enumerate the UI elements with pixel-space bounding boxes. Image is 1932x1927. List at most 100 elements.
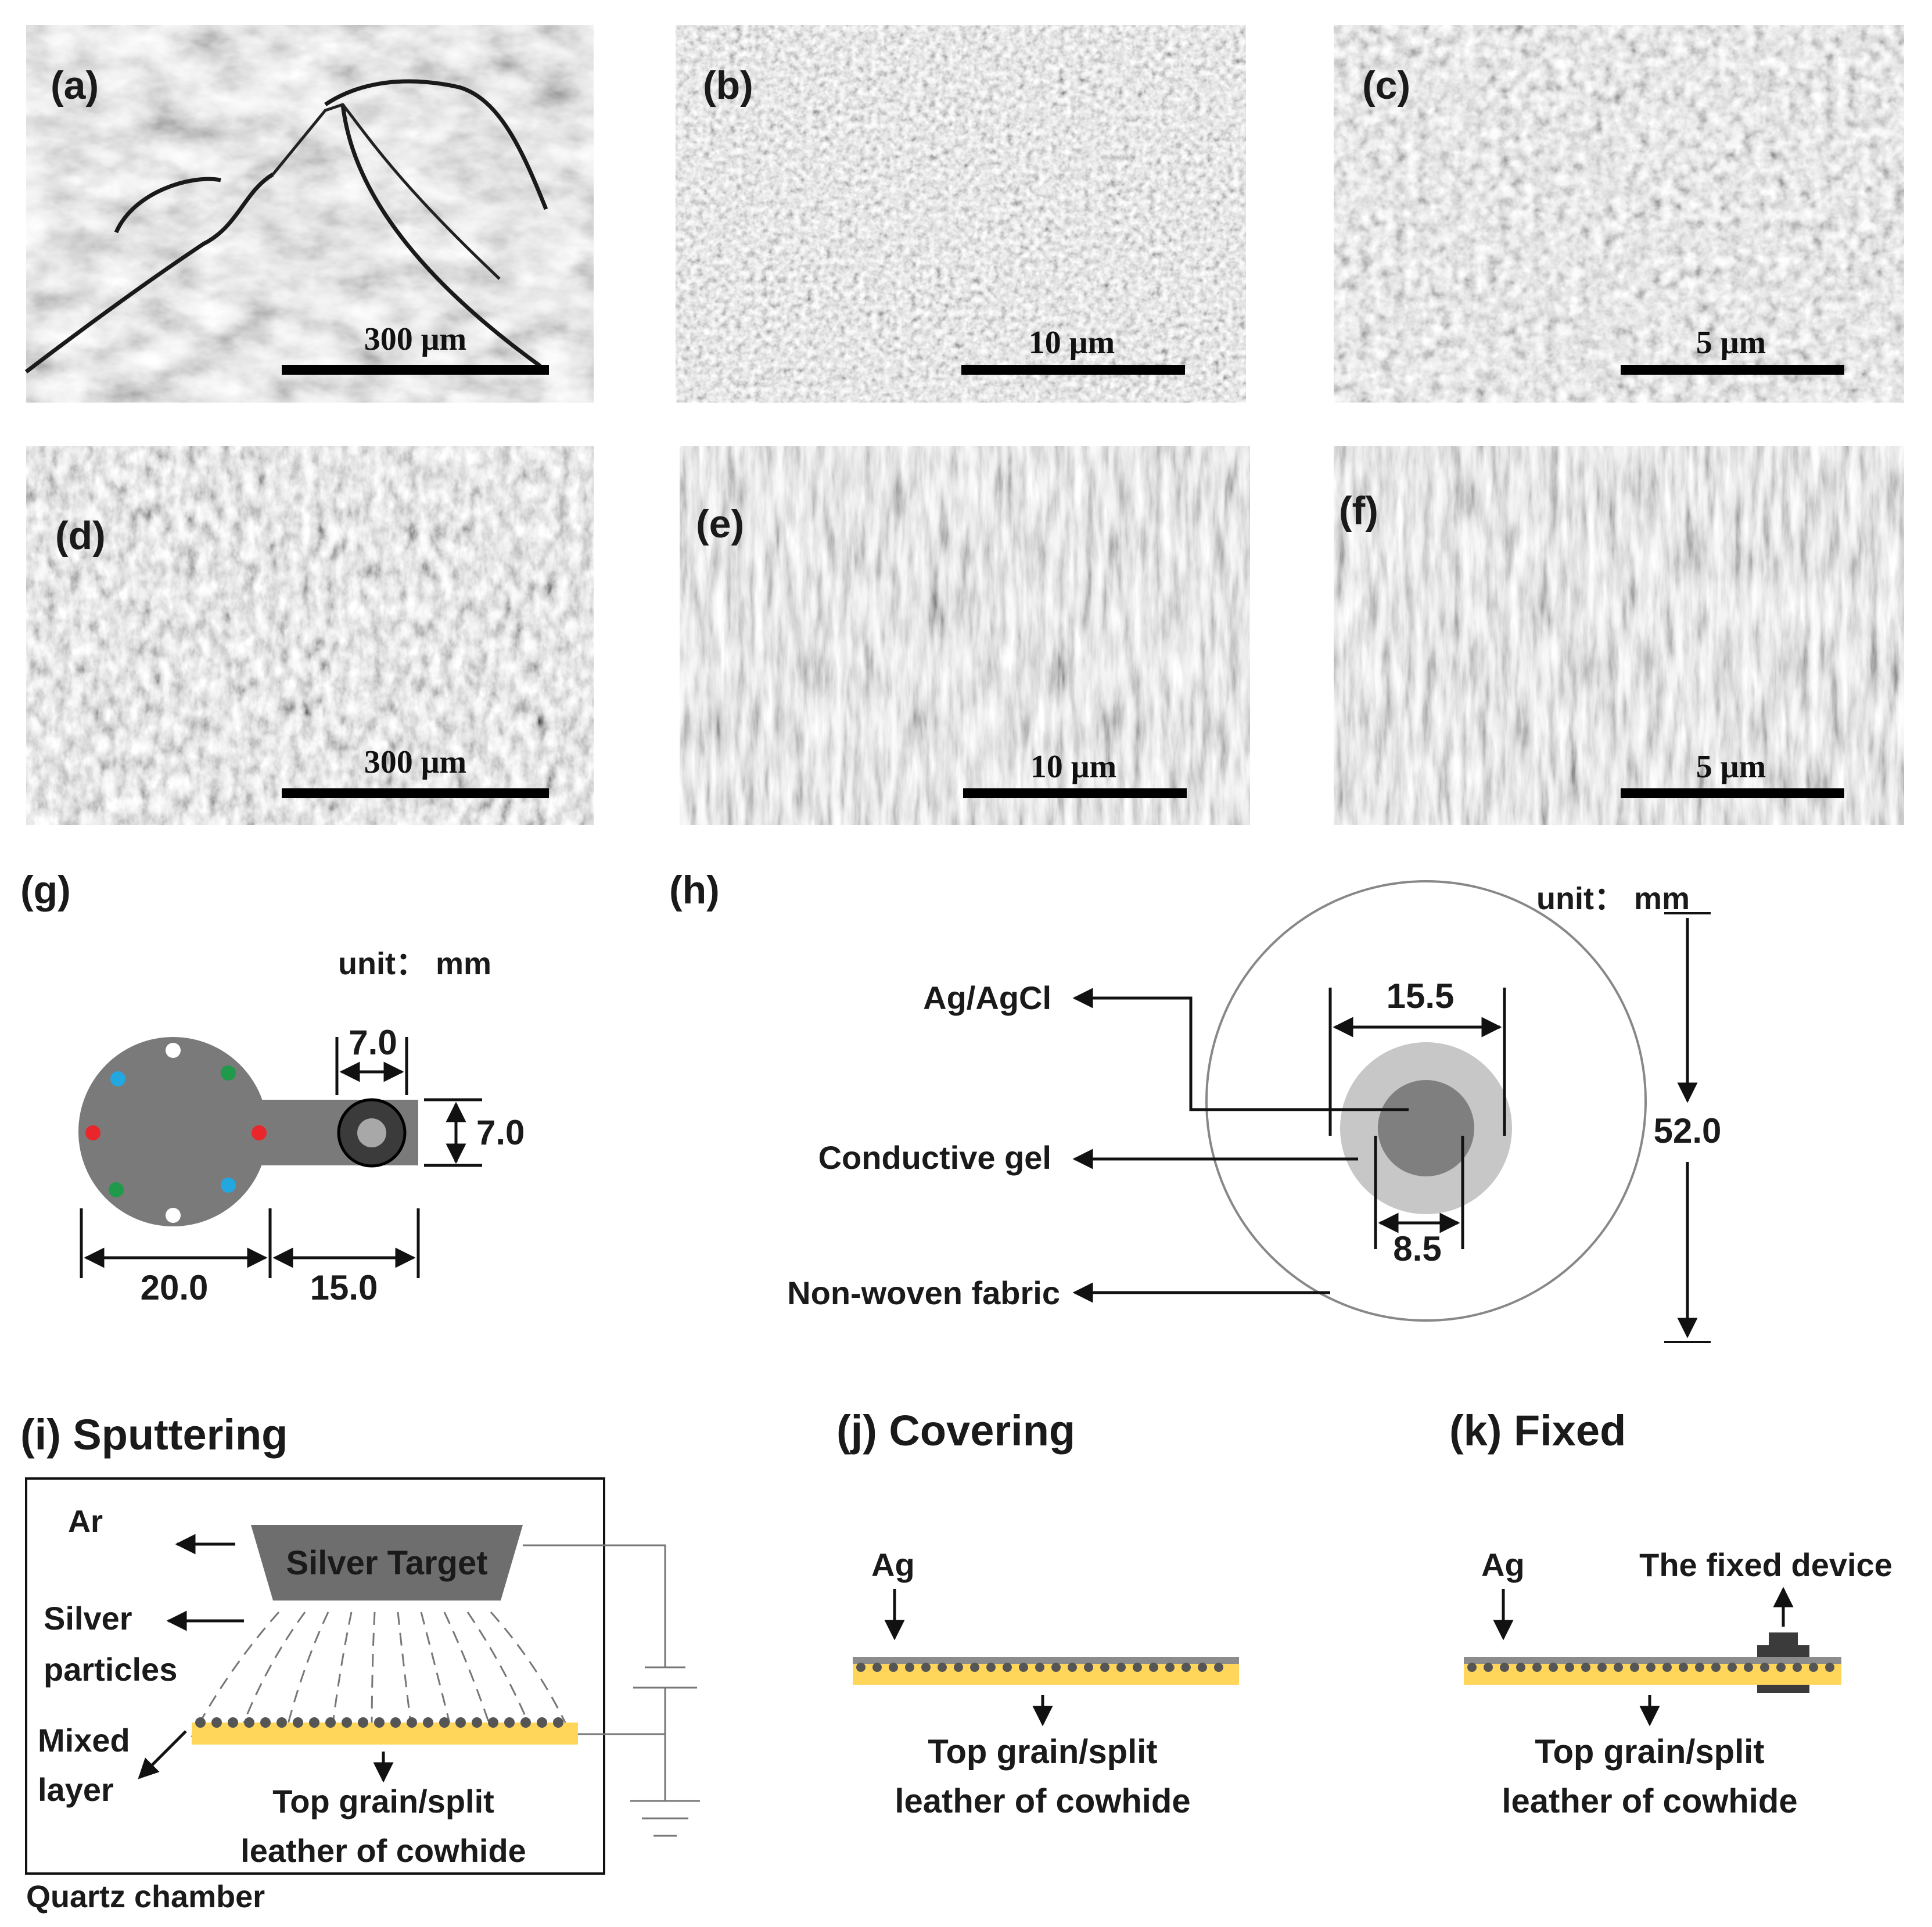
silver-particle-dot: [856, 1663, 866, 1672]
panel-label-c: (c): [1362, 63, 1410, 107]
dot-white-bottom: [166, 1208, 181, 1223]
silver-particle-dot: [1003, 1663, 1012, 1672]
silver-particle-dot: [488, 1717, 498, 1728]
silver-particle-dot: [1809, 1663, 1818, 1672]
silver-particle-dot: [455, 1717, 466, 1728]
silver-particle-dot: [921, 1663, 931, 1672]
silver-particle-dot: [423, 1717, 433, 1728]
label-mixed-layer-1: Mixed: [38, 1722, 130, 1759]
panel-label-d: (d): [55, 514, 106, 558]
silver-particle-dot: [1500, 1663, 1509, 1672]
unit-label-h: unit： mm: [1536, 881, 1690, 916]
silver-particle-dot: [1165, 1663, 1175, 1672]
silver-particle-dot: [1467, 1663, 1477, 1672]
scale-bar-c: 5 μm: [1696, 325, 1766, 361]
silver-particle-dot: [195, 1717, 206, 1728]
dot-green-top: [221, 1065, 236, 1081]
silver-particle-dot: [1630, 1663, 1639, 1672]
dim-disc-diameter: 20.0: [141, 1268, 209, 1307]
silver-particle-dot: [520, 1717, 531, 1728]
quartz-chamber-box: [25, 1477, 605, 1875]
silver-particle-dot: [1182, 1663, 1191, 1672]
sem-panel-b: (b) 10 μm: [676, 25, 1246, 403]
leather-substrate-j: [853, 1664, 1239, 1685]
sem-panel-a: (a) 300 μm: [24, 25, 594, 403]
callout-agcl: Ag/AgCl: [923, 979, 1051, 1016]
covering-diagram-j: (j) Covering Ag Top grain/split leather …: [836, 1406, 1239, 1820]
silver-particle-dot: [407, 1717, 417, 1728]
silver-particle-dot: [1549, 1663, 1558, 1672]
label-ag-j: Ag: [871, 1546, 915, 1583]
silver-particle-dot: [1214, 1663, 1223, 1672]
label-leather-k-2: leather of cowhide: [1502, 1782, 1797, 1820]
silver-particle-dot: [1068, 1663, 1077, 1672]
silver-particle-dot: [1581, 1663, 1590, 1672]
fixed-device-top: [1769, 1632, 1798, 1645]
callout-non-woven-fabric: Non-woven fabric: [787, 1275, 1060, 1311]
fixed-device-clamp: [1757, 1645, 1809, 1657]
silver-particle-dot: [938, 1663, 947, 1672]
label-ag-k: Ag: [1481, 1546, 1525, 1583]
silver-particle-dot: [293, 1717, 303, 1728]
silver-particle-dot: [954, 1663, 963, 1672]
silver-particle-dot: [905, 1663, 914, 1672]
title-covering: (j) Covering: [836, 1406, 1075, 1455]
fixed-device-base: [1757, 1685, 1809, 1693]
unit-label-g: unit： mm: [338, 946, 491, 981]
silver-particle-dot: [325, 1717, 336, 1728]
silver-particle-dot: [1198, 1663, 1207, 1672]
sem-panel-d: (d) 300 μm: [26, 446, 594, 825]
silver-target-label: Silver Target: [286, 1544, 487, 1582]
electrode-disc: [78, 1037, 268, 1226]
panel-label-e: (e): [696, 502, 744, 546]
panel-label-b: (b): [703, 63, 753, 107]
electrode-diagram-g: (g) unit： mm 7.0 7.0 20.0 15.0: [20, 868, 525, 1307]
silver-particle-dot: [1711, 1663, 1721, 1672]
silver-particle-dot: [374, 1717, 385, 1728]
scale-bar-f: 5 μm: [1696, 749, 1766, 785]
dot-blue-bottom: [221, 1178, 236, 1193]
silver-particle-dot: [553, 1717, 563, 1728]
electrode-diagram-h: (h) unit： mm 15.5 8.5 52.0 Ag/AgCl Condu…: [669, 868, 1721, 1343]
silver-particle-dot: [1646, 1663, 1656, 1672]
sem-panel-f: (f) 5 μm: [1334, 446, 1904, 825]
leather-substrate-i: [192, 1723, 578, 1745]
dim-tab-length: 15.0: [310, 1268, 378, 1307]
silver-particle-dot: [1019, 1663, 1028, 1672]
silver-particle-dot: [1516, 1663, 1525, 1672]
sem-panel-c: (c) 5 μm: [1334, 25, 1904, 403]
silver-particle-dot: [1149, 1663, 1158, 1672]
silver-particle-dot: [889, 1663, 898, 1672]
silver-particle-dot: [1662, 1663, 1672, 1672]
silver-particle-dot: [1760, 1663, 1769, 1672]
callout-conductive-gel: Conductive gel: [818, 1139, 1051, 1176]
gas-label-ar: Ar: [68, 1504, 103, 1539]
scale-bar-a: 300 μm: [364, 321, 466, 357]
silver-particle-dot: [537, 1717, 547, 1728]
label-leather-i-1: Top grain/split: [272, 1783, 494, 1820]
silver-target: [251, 1525, 523, 1601]
silver-particle-dot: [504, 1717, 515, 1728]
silver-particle-dot: [276, 1717, 287, 1728]
silver-particle-row-k: [1467, 1663, 1834, 1672]
silver-particle-dot: [1776, 1663, 1786, 1672]
silver-particle-dot: [986, 1663, 996, 1672]
silver-particle-dot: [1679, 1663, 1688, 1672]
silver-particle-dot: [390, 1717, 401, 1728]
scale-bar-b: 10 μm: [1029, 325, 1115, 361]
label-mixed-layer-2: layer: [38, 1771, 114, 1808]
silver-particle-dot: [1695, 1663, 1704, 1672]
silver-particle-dot: [1614, 1663, 1623, 1672]
agcl-circle: [1378, 1080, 1474, 1176]
panel-label-g: (g): [20, 868, 71, 912]
silver-particle-dot: [228, 1717, 238, 1728]
silver-particle-dot: [1728, 1663, 1737, 1672]
dim-gel-diameter: 15.5: [1387, 977, 1455, 1015]
dim-small-height: 7.0: [476, 1113, 525, 1152]
panel-label-f: (f): [1339, 489, 1378, 533]
silver-particle-dot: [244, 1717, 254, 1728]
silver-particle-dot: [1116, 1663, 1126, 1672]
label-leather-i-2: leather of cowhide: [240, 1832, 526, 1869]
label-silver-particles-2: particles: [44, 1651, 177, 1688]
silver-particle-dot: [439, 1717, 450, 1728]
